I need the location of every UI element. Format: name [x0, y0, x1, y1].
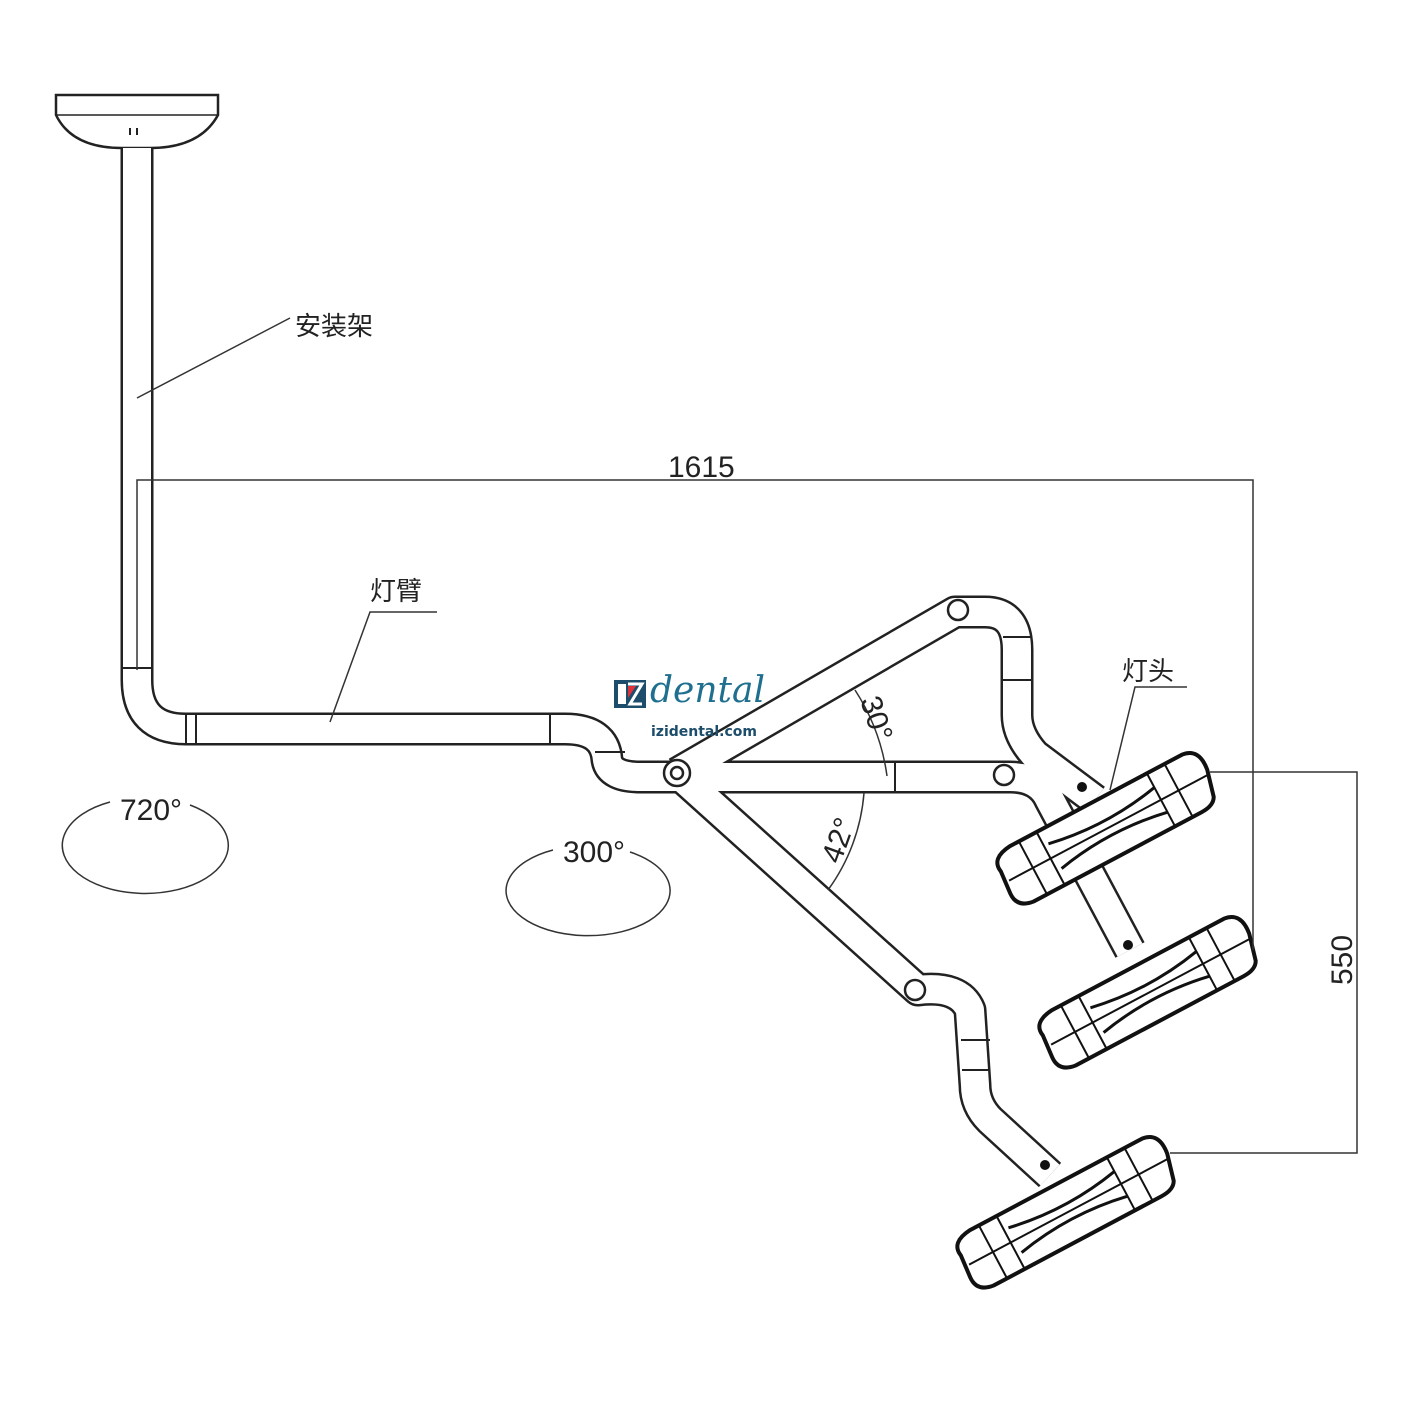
dimension-width-label: 1615: [668, 451, 735, 484]
dimension-height-label: 550: [1326, 935, 1359, 985]
logo-name: dental: [650, 670, 765, 711]
arm-label: 灯臂: [370, 577, 422, 607]
arm-tubes: [120, 148, 1145, 1188]
arm-rotation-label: 300°: [563, 836, 625, 869]
mount-label: 安装架: [295, 312, 373, 342]
angle-arcs: [827, 689, 888, 891]
rotation-indicators: [61, 801, 671, 937]
dimension-lines: [136, 479, 1358, 1154]
lamp-head-lower: [951, 1131, 1184, 1293]
ceiling-mount: [54, 93, 220, 150]
leader-lines: [136, 317, 1187, 791]
lower-angle-label: 42°: [816, 813, 863, 867]
logo-url: izidental.com: [651, 724, 757, 740]
base-rotation-label: 720°: [120, 794, 182, 827]
head-label: 灯头: [1122, 657, 1174, 687]
izidental-logo: dental izidental.com: [614, 670, 765, 740]
lamp-head-middle: [1033, 911, 1266, 1073]
upper-angle-label: 30°: [853, 692, 898, 745]
